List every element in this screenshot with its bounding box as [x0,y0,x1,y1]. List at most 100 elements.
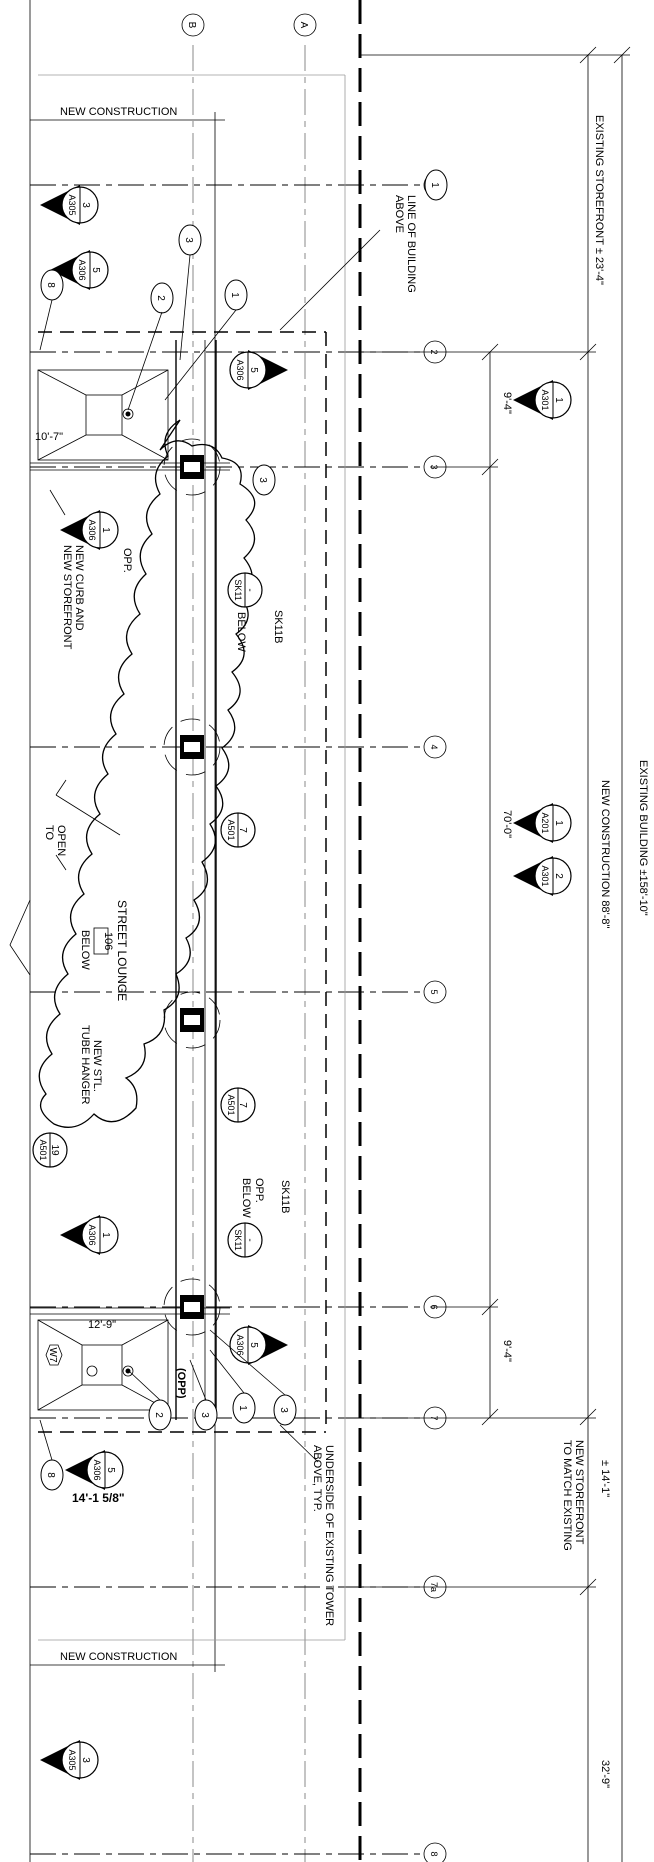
note-sk11b-top: SK11B [272,610,284,643]
note-underside-1: UNDERSIDE OF EXISTING TOWER [323,1445,335,1626]
marker-sheet: A305 [67,194,77,215]
marker-sheet: A306 [235,359,245,380]
dim-12-9: 12'-9" [88,1319,116,1331]
keynote-1: 1 [424,169,448,201]
gridline-label-B: B [186,22,197,29]
note-street-lounge: STREET LOUNGE [115,900,129,1001]
svg-text:3: 3 [183,237,194,243]
keynote-1: 1 [224,279,248,311]
marker-sheet: A306 [92,1459,102,1480]
keynote-3: 3 [273,1394,297,1426]
gridline-label-A: A [298,22,309,29]
note-open: OPEN [55,825,67,856]
section-markers: 3A3053A3055A3065A3065A3065A3061A3061A306… [40,185,572,1780]
svg-text:-: - [244,1238,255,1241]
storefront-beam [30,340,230,1420]
numbered-gridlines: 12345677a8 [30,173,447,1862]
marker-num: 5 [105,1467,116,1473]
note-underside-2: ABOVE, TYP. [311,1445,323,1512]
dim-10-7: 10'-7" [35,431,63,443]
svg-text:8: 8 [45,282,56,288]
keynote-2: 2 [148,1399,172,1431]
break-line [9,899,31,976]
dim-new-construction: NEW CONSTRUCTION 88'-8" [599,780,611,928]
svg-text:-: - [244,588,255,591]
svg-text:3: 3 [278,1407,289,1413]
room-number: 106 [102,932,114,950]
marker-num: 1 [553,820,564,826]
svg-text:SK11: SK11 [233,1229,243,1250]
note-sk11b-bottom: SK11B [279,1180,291,1213]
leader-line-of-building [279,229,381,331]
note-opp: OPP. [121,548,133,573]
detail-bubble-sk11[interactable]: -SK11 [227,1222,263,1258]
svg-text:3: 3 [257,477,268,483]
marker-num: 1 [100,527,111,533]
svg-text:7: 7 [237,1102,248,1108]
existing-tower-outline [38,74,346,1641]
dim-14-1: ± 14'-1" [599,1460,611,1497]
note-opp-below-2: BELOW [240,1178,252,1218]
column [163,438,221,496]
marker-sheet: A306 [87,1224,97,1245]
gridline-B: B [181,13,205,1862]
revision-cloud [38,419,256,1128]
marker-sheet: A306 [77,259,87,280]
marker-num: 3 [80,1757,91,1763]
marker-sheet: A201 [540,812,550,833]
svg-text:A501: A501 [226,819,236,840]
svg-text:8: 8 [45,1472,56,1478]
gridline-5: 5 [30,980,447,1004]
columns [163,438,221,1336]
marker-sheet: A306 [87,519,97,540]
note-opp-paren: (OPP) [175,1368,187,1399]
marker-sheet: A306 [235,1334,245,1355]
keynote-bubbles: 1 1 2 3 8 3 1 2 3 3 8 [39,169,448,1491]
keynote-3: 3 [252,464,276,496]
note-below-top: BELOW [235,612,247,652]
note-new-curb-1: NEW CURB AND [73,545,85,631]
marker-sheet: A305 [67,1749,77,1770]
column [163,991,221,1049]
marker-num: 1 [100,1232,111,1238]
note-line-of-building-2: ABOVE [393,195,405,233]
keynote-1: 1 [232,1392,256,1424]
note-new-stl-1: NEW STL. [91,1040,103,1092]
marker-num: 5 [248,1342,259,1348]
keynote-2: 2 [150,282,174,314]
note-new-stl-2: TUBE HANGER [79,1025,91,1105]
marker-sheet: A301 [540,389,550,410]
svg-text:19: 19 [49,1144,60,1156]
plinth-top [37,369,169,461]
dim-9-4-top: 9'-4" [501,392,513,414]
keynote-3: 3 [178,224,202,256]
marker-num: 5 [90,267,101,273]
note-below: BELOW [79,930,91,970]
svg-text:7: 7 [237,827,248,833]
note-new-curb-2: NEW STOREFRONT [61,545,73,650]
column [163,718,221,776]
column [163,1278,221,1336]
marker-num: 2 [553,873,564,879]
note-line-of-building-1: LINE OF BUILDING [405,195,417,293]
note-to: TO [43,825,55,841]
detail-bubble-sk11[interactable]: -SK11 [227,572,263,608]
dim-70-0: 70'-0" [501,810,513,838]
svg-text:3: 3 [199,1412,210,1418]
